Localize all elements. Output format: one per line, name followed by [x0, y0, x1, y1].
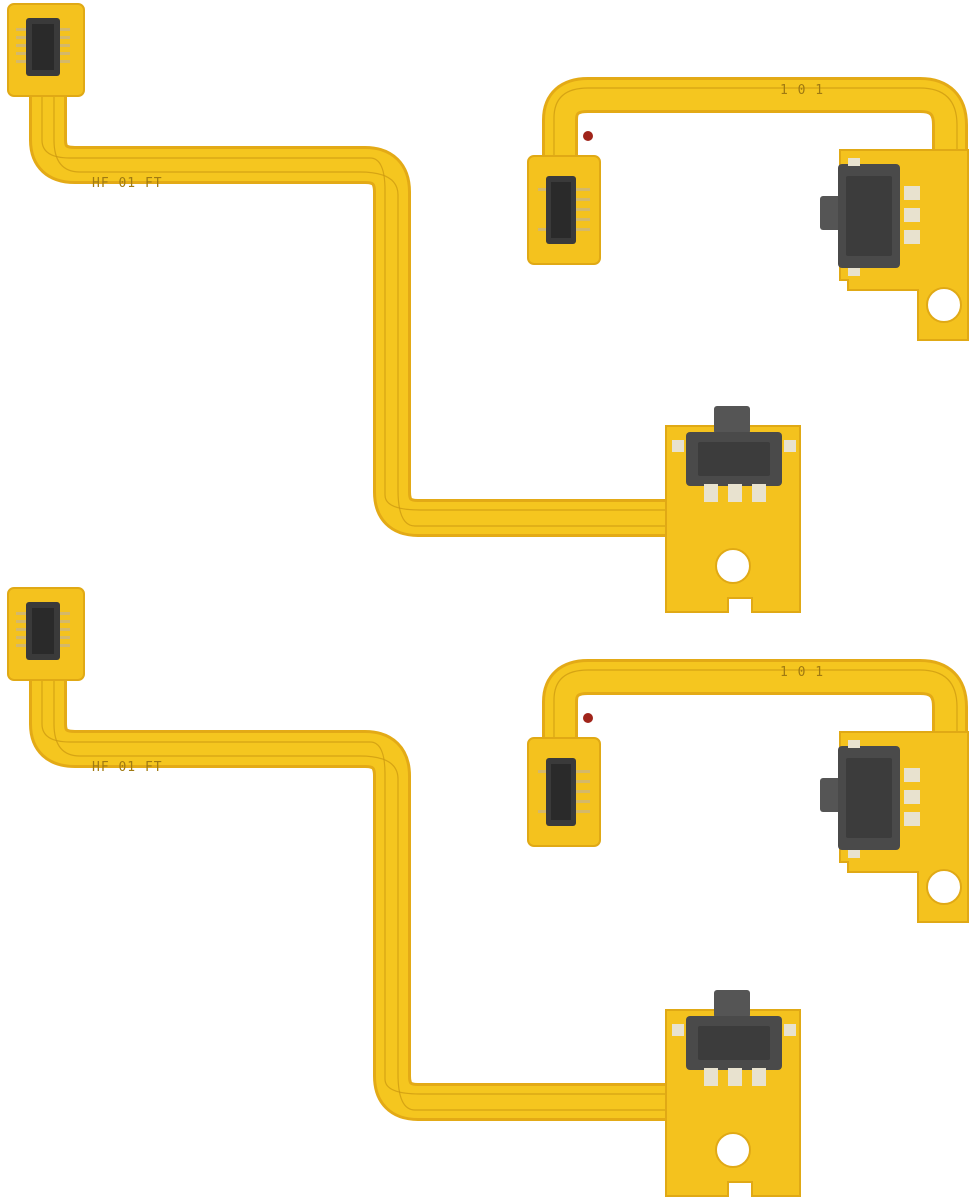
short-flex-cable: 1 0 1: [528, 83, 968, 340]
cable-marking: 1 0 1: [780, 665, 824, 680]
cable-marking: 1 0 1: [780, 83, 824, 98]
short-flex-cable: 1 0 1: [528, 665, 968, 922]
long-flex-cable: HF 01 FT: [8, 4, 800, 612]
flex-cable-set-2: HF 01 FT 1 0 1: [8, 588, 968, 1196]
flex-cable-set-1: HF 01 FT 1 0 1: [8, 4, 968, 612]
long-flex-cable: HF 01 FT: [8, 588, 800, 1196]
cable-marking: HF 01 FT: [92, 760, 163, 775]
cable-marking: HF 01 FT: [92, 176, 163, 191]
